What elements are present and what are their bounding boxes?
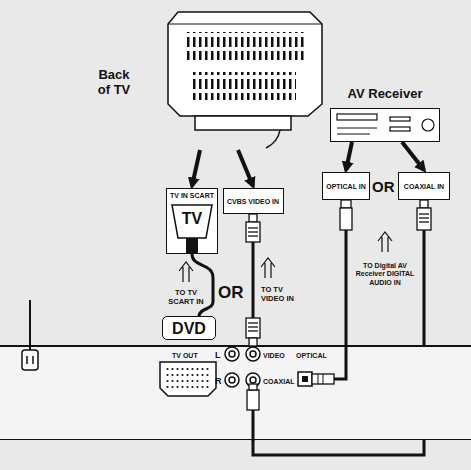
node-text: COAXIAL IN <box>404 183 444 191</box>
node-text: TV IN SCART <box>170 192 214 200</box>
tv-back: Back of TV <box>150 8 330 150</box>
cable <box>192 254 213 316</box>
node-text: L <box>215 350 221 360</box>
rca-plug <box>246 214 260 242</box>
node-text: OPTICAL <box>296 352 327 360</box>
direction-arrow <box>192 150 200 186</box>
coaxial-lead <box>247 384 259 441</box>
callout-label: OR <box>218 283 244 303</box>
node-text: VIDEO <box>263 352 285 360</box>
direction-arrow <box>238 150 253 186</box>
tv-housing <box>150 8 330 150</box>
node-text: R <box>215 376 222 386</box>
node-text: TV OUT <box>172 352 198 360</box>
receiver-details <box>337 114 434 134</box>
node-text: Back of TV <box>92 68 136 98</box>
rca-plug <box>246 318 260 346</box>
direction-arrow <box>402 142 424 170</box>
dvd-scart-plug: DVD <box>162 316 216 340</box>
scart-socket <box>160 362 216 396</box>
scart-plug <box>172 205 212 254</box>
direction-arrow <box>346 142 352 170</box>
callout-label: OR <box>372 178 395 196</box>
callout-label: TO TV VIDEO IN <box>261 285 305 303</box>
node-text: TV <box>182 210 202 228</box>
node-text: DVD <box>172 320 206 338</box>
optical-plug <box>340 200 352 230</box>
callout-label: TO Digital AV Receiver DIGITAL AUDIO IN <box>353 262 417 287</box>
node-text: AV Receiver <box>348 87 423 102</box>
coaxial-plug <box>417 200 431 230</box>
node-text: CVBS VIDEO IN <box>227 198 279 206</box>
power-cord <box>22 300 38 370</box>
coaxial-input-box: COAXIAL IN <box>398 172 450 200</box>
node-text: OPTICAL IN <box>326 183 366 191</box>
video-input-box: CVBS VIDEO IN <box>223 188 284 214</box>
rca-socket <box>225 347 260 387</box>
callout-label: TO TV SCART IN <box>164 288 208 306</box>
av-receiver: AV Receiver <box>330 108 440 142</box>
optical-socket <box>298 346 346 386</box>
optical-input-box: OPTICAL IN <box>322 172 370 200</box>
node-text: COAXIAL <box>263 378 295 386</box>
